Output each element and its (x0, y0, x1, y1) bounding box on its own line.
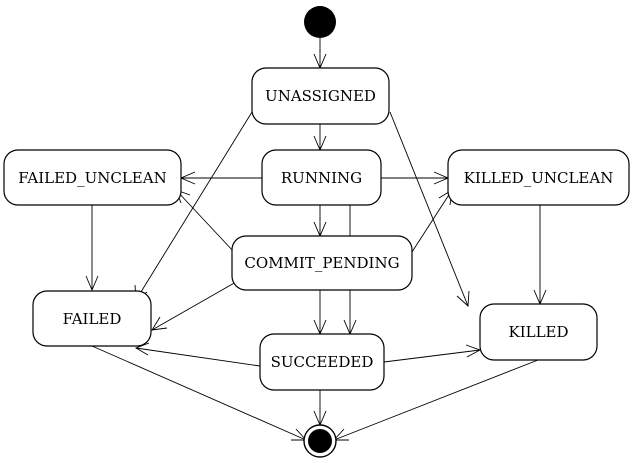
state-succeeded-label: SUCCEEDED (271, 353, 374, 371)
state-failed-unclean-label: FAILED_UNCLEAN (18, 169, 166, 187)
state-succeeded: SUCCEEDED (259, 333, 385, 391)
state-failed-unclean: FAILED_UNCLEAN (3, 149, 182, 206)
state-killed-label: KILLED (508, 323, 568, 341)
state-running-label: RUNNING (281, 169, 362, 187)
edge-commit-pending-failed-unclean (175, 189, 235, 253)
edge-commit-pending-failed (151, 281, 237, 331)
edge-succeeded-killed (383, 349, 481, 363)
state-commit-pending: COMMIT_PENDING (231, 235, 413, 291)
state-failed-label: FAILED (63, 310, 122, 328)
final-state-dot (308, 429, 332, 453)
initial-state-dot (304, 6, 336, 38)
state-failed: FAILED (32, 290, 152, 347)
state-running: RUNNING (261, 149, 382, 206)
state-unassigned-label: UNASSIGNED (265, 87, 376, 105)
edge-failed-final (91, 345, 307, 441)
edge-unassigned-killed (389, 111, 469, 307)
state-killed-unclean-label: KILLED_UNCLEAN (464, 169, 614, 187)
edge-unassigned-failed (135, 111, 253, 301)
edge-succeeded-failed (135, 347, 261, 367)
edge-killed-final (333, 359, 539, 441)
state-unassigned: UNASSIGNED (251, 67, 390, 125)
edge-commit-pending-killed-unclean (411, 189, 453, 253)
state-killed: KILLED (479, 303, 598, 361)
final-state (303, 424, 337, 458)
state-commit-pending-label: COMMIT_PENDING (244, 254, 399, 272)
state-killed-unclean: KILLED_UNCLEAN (447, 149, 630, 206)
